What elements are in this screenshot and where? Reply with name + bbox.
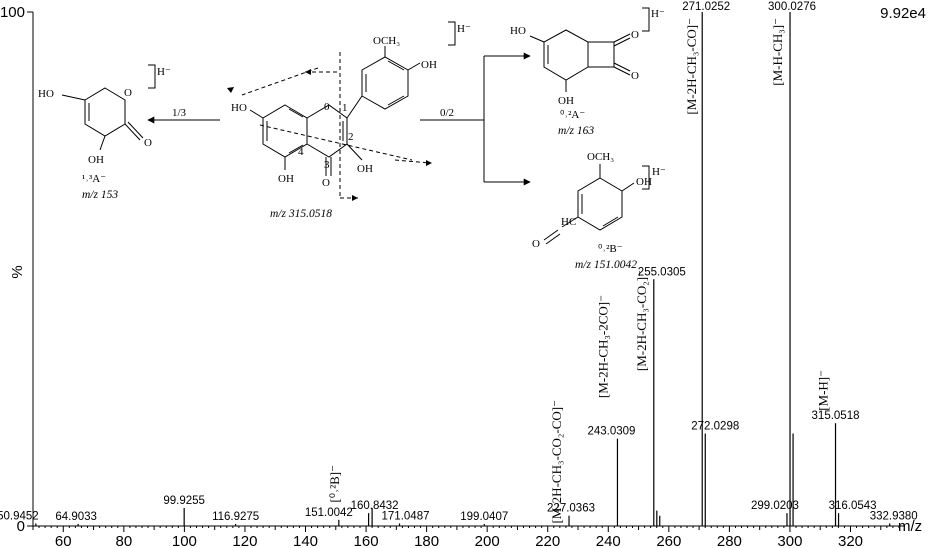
path-02-label: 0/2 (440, 107, 454, 119)
svg-text:H⁻: H⁻ (157, 66, 171, 78)
svg-text:O: O (532, 238, 540, 250)
fragment-13a-ring (84, 87, 126, 137)
fragment-annotation: [⁰˒²B]⁻ (327, 465, 342, 503)
x-tick-label: 60 (55, 533, 72, 548)
axes (32, 12, 905, 527)
fragment-annotation: [M-2H-CH₃-CO]⁻ (684, 18, 699, 115)
fragment-02a-label: ⁰˒²A⁻ (560, 109, 585, 121)
peak-label: 151.0042 (305, 507, 353, 519)
fragment-13a-label: ¹˒³A⁻ (82, 173, 106, 185)
x-tick-label: 160 (354, 533, 379, 548)
x-tick-label: 260 (656, 533, 681, 548)
fragment-annotation: [M-H-CH₃]⁻ (770, 18, 785, 86)
svg-text:3: 3 (324, 159, 330, 171)
svg-text:OCH₃: OCH₃ (373, 35, 400, 47)
svg-text:1: 1 (342, 102, 348, 114)
svg-text:H⁻: H⁻ (651, 8, 665, 20)
svg-text:H⁻: H⁻ (457, 23, 471, 35)
svg-text:OCH₃: OCH₃ (587, 151, 614, 163)
fragment-annotation: [M-2H-CH₃-2CO]⁻ (595, 295, 610, 398)
x-tick-label: 240 (596, 533, 621, 548)
fragment-02a-ring (543, 29, 589, 81)
svg-text:HO: HO (510, 25, 526, 37)
fragmentation-scheme (61, 7, 650, 245)
svg-text:O: O (144, 137, 152, 149)
svg-text:OH: OH (421, 59, 437, 71)
y-tick-label: 100 (0, 4, 25, 21)
parent-ion-mz: m/z 315.0518 (270, 208, 332, 220)
x-axis-label: m/z (898, 518, 922, 535)
fragment-annotation: [M-2H-CH₃-CO₂]⁻ (634, 270, 649, 371)
fragment-02b-ring (577, 177, 623, 231)
peak-label: 255.0305 (638, 266, 686, 278)
y-axis-label: % (9, 265, 26, 278)
path-13-label: 1/3 (172, 107, 187, 119)
peak-label: 332.9380 (870, 510, 918, 522)
svg-text:O: O (631, 29, 639, 41)
svg-text:0: 0 (324, 101, 330, 113)
peak-label: 64.9033 (55, 511, 97, 523)
x-tick-label: 300 (777, 533, 802, 548)
peak-label: 116.9275 (212, 511, 259, 523)
peak-label: 316.0543 (829, 500, 877, 512)
ring-b (361, 56, 409, 110)
x-tick-label: 140 (293, 533, 318, 548)
scheme-labels: HO OH O OH OCH₃ OH H⁻ 0 1 2 3 4 m/z 315.… (38, 8, 666, 271)
fragment-annotations: [M-2H-CH₃-CO]⁻ [M-H-CH₃]⁻ [M-2H-CH₃-CO₂]⁻ [… (327, 18, 831, 524)
fragment-annotation: [M-H]⁻ (816, 370, 831, 411)
peak-labels: 50.9452 64.9033 99.9255 116.9275 151.0042160… (0, 1, 918, 523)
intensity-scale: 9.92e4 (880, 5, 926, 22)
fragment-02b-label: ⁰˒²B⁻ (598, 243, 623, 255)
svg-text:H⁻: H⁻ (652, 166, 666, 178)
fragment-13a-mz: m/z 153 (82, 189, 118, 201)
x-axis-ticks: 60 80 100 120 140 160 180 200 220 240 260 280 300 320 (32, 526, 900, 548)
svg-text:OH: OH (278, 173, 294, 185)
svg-text:OH: OH (88, 154, 104, 166)
x-tick-label: 80 (115, 533, 132, 548)
peak-label: 300.0276 (768, 1, 816, 13)
peak-label: 50.9452 (0, 510, 39, 522)
y-tick-label: 0 (17, 518, 25, 535)
peak-bars (35, 12, 891, 526)
peak-label: 272.0298 (691, 420, 739, 432)
svg-text:HO: HO (38, 88, 54, 100)
fragment-02a-mz: m/z 163 (558, 125, 594, 137)
x-tick-label: 100 (172, 533, 197, 548)
x-tick-label: 120 (232, 533, 257, 548)
svg-text:OH: OH (636, 176, 652, 188)
peak-label: 160.8432 (351, 500, 399, 512)
x-tick-label: 220 (535, 533, 560, 548)
svg-text:O: O (124, 87, 132, 99)
x-tick-label: 200 (475, 533, 500, 548)
peak-label: 199.0407 (460, 511, 508, 523)
svg-text:O: O (631, 70, 639, 82)
svg-text:OH: OH (558, 95, 574, 107)
fragment-annotation: [M-2H-CH₃-CO₂-CO]⁻ (549, 400, 564, 524)
x-tick-label: 280 (717, 533, 742, 548)
svg-text:HO: HO (231, 102, 247, 114)
peak-label: 271.0252 (682, 1, 730, 13)
y-axis-ticks: 0 100 (0, 4, 33, 535)
peak-label: 243.0309 (587, 426, 635, 438)
svg-text:O: O (322, 177, 330, 189)
fragment-02b-mz: m/z 151.0042 (575, 259, 637, 271)
ring-c (306, 104, 348, 158)
peak-label: 99.9255 (163, 495, 205, 507)
peak-label: 315.0518 (812, 410, 860, 422)
svg-text:4: 4 (298, 146, 304, 158)
peak-label: 299.0203 (751, 500, 799, 512)
svg-text:2: 2 (348, 131, 354, 143)
svg-text:HC: HC (561, 216, 576, 228)
svg-text:OH: OH (357, 163, 373, 175)
peak-label: 171.0487 (382, 510, 430, 522)
x-tick-label: 180 (414, 533, 439, 548)
peak-label: 227.0363 (547, 503, 595, 515)
x-tick-label: 320 (838, 533, 863, 548)
